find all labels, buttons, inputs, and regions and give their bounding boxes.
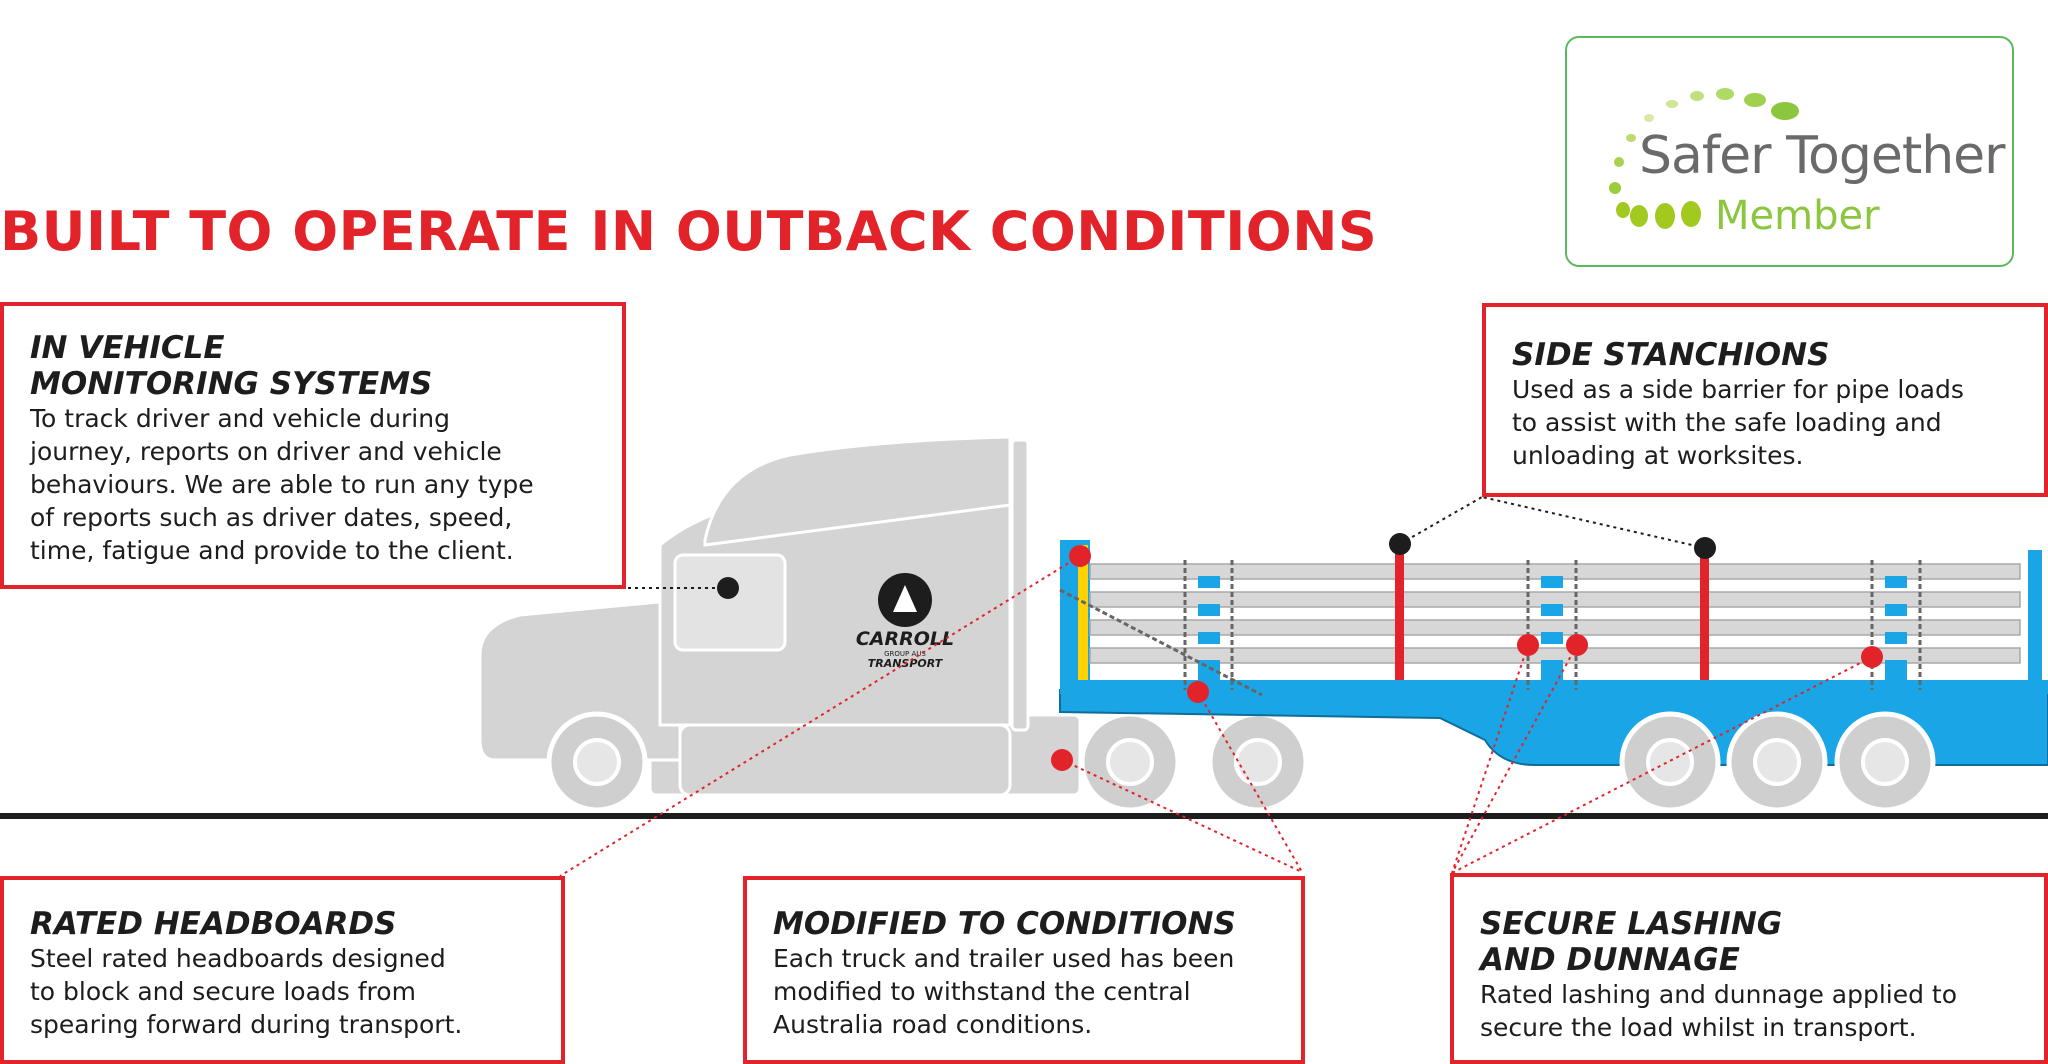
stanchion <box>1700 553 1709 680</box>
callout-modified-to-conditions: MODIFIED TO CONDITIONS Each truck and tr… <box>743 876 1305 1064</box>
marker-lashing <box>1517 634 1539 656</box>
leader-lines <box>559 496 1873 877</box>
callout-title: SIDE STANCHIONS <box>1512 337 1830 373</box>
callout-text: To track driver and vehicle during journ… <box>30 404 534 565</box>
callout-text: Each truck and trailer used has been mod… <box>773 944 1235 1039</box>
truck-brand: CARROLL <box>856 628 954 650</box>
callout-text: Rated lashing and dunnage applied to sec… <box>1480 980 1958 1042</box>
logo-subtitle: Member <box>1715 193 1880 239</box>
page-title: BUILT TO OPERATE IN OUTBACK CONDITIONS <box>0 200 1378 263</box>
truck-cab <box>478 435 1082 797</box>
truck-wheels <box>546 711 1309 813</box>
callout-text: Steel rated headboards designed to block… <box>30 944 463 1039</box>
lashing-chains <box>1059 560 1922 697</box>
dots-arc-icon <box>1609 88 1799 229</box>
marker-stanchion <box>1694 537 1716 559</box>
dunnage <box>1198 576 1907 680</box>
carroll-logo: CARROLL GROUP AUS TRANSPORT <box>856 573 954 670</box>
marker-modified <box>1187 681 1209 703</box>
marker-lashing <box>1566 634 1588 656</box>
marker-headboard <box>1069 545 1091 567</box>
callout-side-stanchions: SIDE STANCHIONS Used as a side barrier f… <box>1482 303 2048 497</box>
callout-title: MODIFIED TO CONDITIONS <box>773 906 1236 942</box>
callout-title: RATED HEADBOARDS <box>30 906 397 942</box>
truck-group: GROUP AUS <box>884 650 926 658</box>
marker-stanchion <box>1389 533 1411 555</box>
logo-title: Safer Together <box>1639 126 2006 186</box>
marker-modified <box>1051 749 1073 771</box>
marker-lashing <box>1861 646 1883 668</box>
markers <box>717 533 1883 771</box>
stanchion <box>1395 548 1404 680</box>
callout-text: Used as a side barrier for pipe loads to… <box>1512 375 1964 470</box>
safer-together-logo: Safer Together Member <box>1565 36 2014 267</box>
marker-monitoring <box>717 577 739 599</box>
trailer-wheels <box>1619 711 1936 813</box>
callout-rated-headboards: RATED HEADBOARDS Steel rated headboards … <box>0 876 565 1064</box>
